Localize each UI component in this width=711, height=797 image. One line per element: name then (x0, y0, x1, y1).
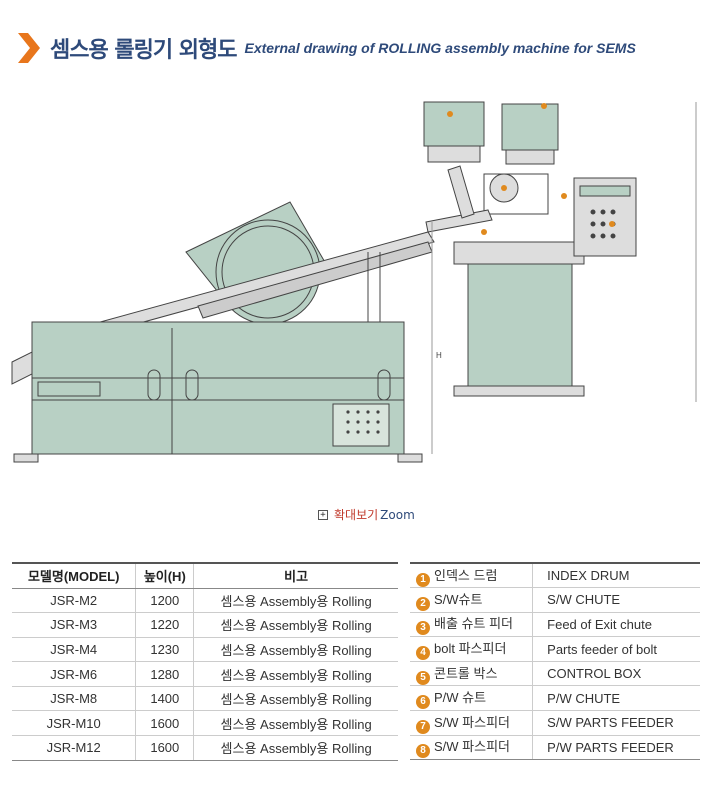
header-height: 높이(H) (135, 562, 194, 589)
remarks-cell: 셈스용 Assembly용 Rolling (193, 661, 398, 687)
height-cell: 1200 (135, 588, 194, 614)
part-en-cell: S/W CHUTE (532, 587, 700, 613)
model-cell: JSR-M10 (12, 710, 136, 737)
part-ko-label: 콘트롤 박스 (434, 665, 498, 681)
model-cell: JSR-M6 (12, 661, 136, 687)
parts-table: 1 인덱스 드럼 INDEX DRUM 2 S/W슈트 S/W CHUTE 3 배출 슈트… (410, 562, 700, 761)
part-ko-label: 배출 슈트 피더 (434, 616, 513, 632)
part-ko-cell: 4 bolt 파스피더 (410, 636, 533, 662)
part-ko-label: P/W 슈트 (434, 690, 487, 706)
header-model: 모델명(MODEL) (12, 562, 136, 589)
part-en-cell: P/W CHUTE (532, 685, 700, 712)
table-row: 4 bolt 파스피더 Parts feeder of bolt (410, 636, 700, 662)
part-ko-cell: 5 콘트롤 박스 (410, 661, 533, 687)
part-en-cell: Parts feeder of bolt (532, 636, 700, 662)
chevron-right-icon (18, 33, 40, 63)
table-row: 7 S/W 파스피더 S/W PARTS FEEDER (410, 710, 700, 736)
part-ko-label: bolt 파스피더 (434, 641, 507, 657)
page-header: 셈스용 롤링기 외형도 External drawing of ROLLING … (18, 30, 636, 66)
number-badge: 7 (416, 719, 430, 734)
part-ko-cell: 1 인덱스 드럼 (410, 562, 533, 589)
number-badge: 3 (416, 621, 430, 636)
part-en-cell: S/W PARTS FEEDER (532, 710, 700, 736)
part-ko-cell: 8 S/W 파스피더 (410, 735, 533, 761)
sw-parts-feeder (423, 101, 485, 147)
vent-panel (332, 403, 390, 447)
part-ko-cell: 3 배출 슈트 피더 (410, 612, 533, 638)
right-pedestal (467, 263, 573, 387)
machine-drawing: H (11, 101, 697, 463)
number-badge: 1 (416, 572, 430, 587)
number-badge: 4 (416, 646, 430, 661)
part-en-cell: CONTROL BOX (532, 661, 700, 687)
part-ko-cell: 7 S/W 파스피더 (410, 710, 533, 736)
zoom-link[interactable]: + 확대보기 Zoom (318, 506, 415, 523)
remarks-cell: 셈스용 Assembly용 Rolling (193, 735, 398, 761)
remarks-cell: 셈스용 Assembly용 Rolling (193, 612, 398, 638)
model-cell: JSR-M4 (12, 637, 136, 663)
model-cell: JSR-M2 (12, 588, 136, 614)
table-row: 3 배출 슈트 피더 Feed of Exit chute (410, 612, 700, 638)
part-en-cell: INDEX DRUM (532, 562, 700, 589)
header-remarks: 비고 (193, 562, 398, 589)
dimension-h-label: H (436, 351, 442, 360)
part-ko-cell: 2 S/W슈트 (410, 587, 533, 613)
model-cell: JSR-M12 (12, 735, 136, 761)
part-ko-label: S/W슈트 (434, 591, 483, 607)
pw-parts-feeder (501, 103, 559, 151)
part-ko-label: S/W 파스피더 (434, 739, 511, 755)
model-table-header: 모델명(MODEL) 높이(H) 비고 (12, 562, 398, 589)
remarks-cell: 셈스용 Assembly용 Rolling (193, 686, 398, 712)
number-badge: 6 (416, 695, 430, 710)
number-badge: 2 (416, 596, 430, 611)
part-ko-label: 인덱스 드럼 (434, 567, 498, 583)
plus-icon: + (318, 509, 328, 520)
table-row: 1 인덱스 드럼 INDEX DRUM (410, 562, 700, 589)
height-cell: 1230 (135, 637, 194, 663)
remarks-cell: 셈스용 Assembly용 Rolling (193, 588, 398, 614)
remarks-cell: 셈스용 Assembly용 Rolling (193, 710, 398, 737)
part-en-cell: P/W PARTS FEEDER (532, 735, 700, 761)
height-cell: 1220 (135, 612, 194, 638)
height-cell: 1600 (135, 710, 194, 737)
zoom-label-ko: 확대보기 (334, 508, 379, 522)
table-row: 8 S/W 파스피더 P/W PARTS FEEDER (410, 735, 700, 761)
page-title-en: External drawing of ROLLING assembly mac… (244, 40, 636, 56)
number-badge: 5 (416, 670, 430, 685)
table-row: 2 S/W슈트 S/W CHUTE (410, 587, 700, 613)
table-row: 5 콘트롤 박스 CONTROL BOX (410, 661, 700, 687)
table-row: 6 P/W 슈트 P/W CHUTE (410, 685, 700, 712)
zoom-label-en: Zoom (380, 507, 415, 522)
height-cell: 1600 (135, 735, 194, 761)
page-title-ko: 셈스용 롤링기 외형도 (50, 38, 237, 63)
remarks-cell: 셈스용 Assembly용 Rolling (193, 637, 398, 663)
model-cell: JSR-M3 (12, 612, 136, 638)
height-cell: 1400 (135, 686, 194, 712)
part-en-cell: Feed of Exit chute (532, 612, 700, 638)
number-badge: 8 (416, 744, 430, 759)
part-ko-cell: 6 P/W 슈트 (410, 685, 533, 712)
height-cell: 1280 (135, 661, 194, 687)
model-cell: JSR-M8 (12, 686, 136, 712)
part-ko-label: S/W 파스피더 (434, 714, 511, 730)
